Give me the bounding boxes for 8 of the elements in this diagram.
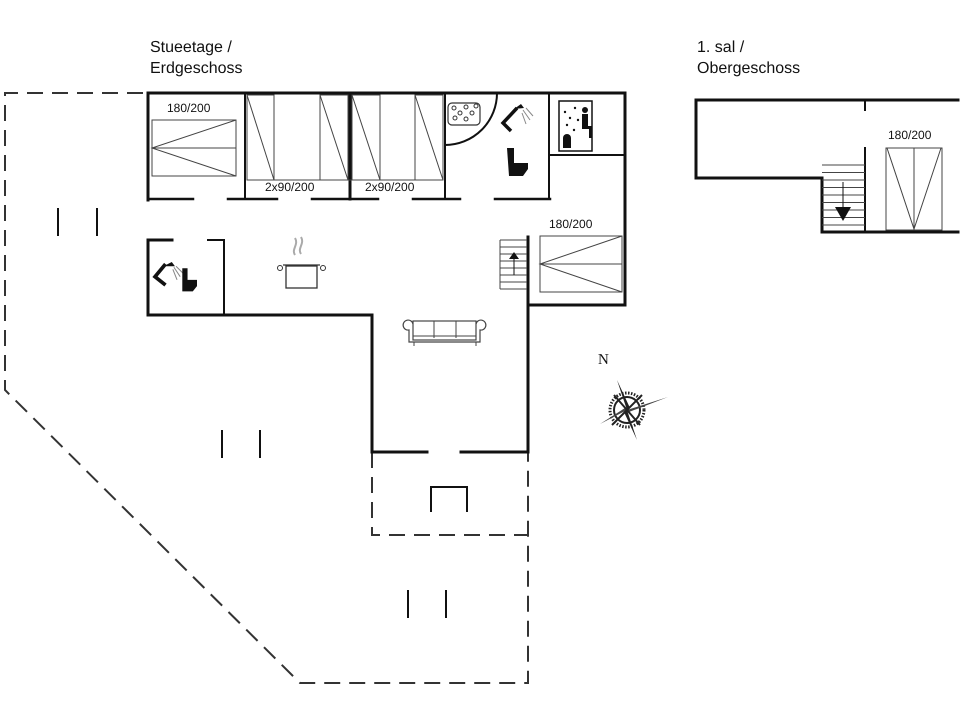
- north-label: N: [598, 351, 609, 370]
- bed-size-label: 180/200: [549, 217, 592, 233]
- bed-size-label: 2x90/200: [265, 180, 314, 196]
- bed-size-label: 2x90/200: [365, 180, 414, 196]
- bed-size-label: 180/200: [888, 128, 932, 144]
- bed-size-label: 180/200: [167, 101, 210, 117]
- floor-heading: 1. sal / Obergeschoss: [697, 38, 802, 79]
- floor-heading: Stueetage / Erdgeschoss: [150, 38, 244, 79]
